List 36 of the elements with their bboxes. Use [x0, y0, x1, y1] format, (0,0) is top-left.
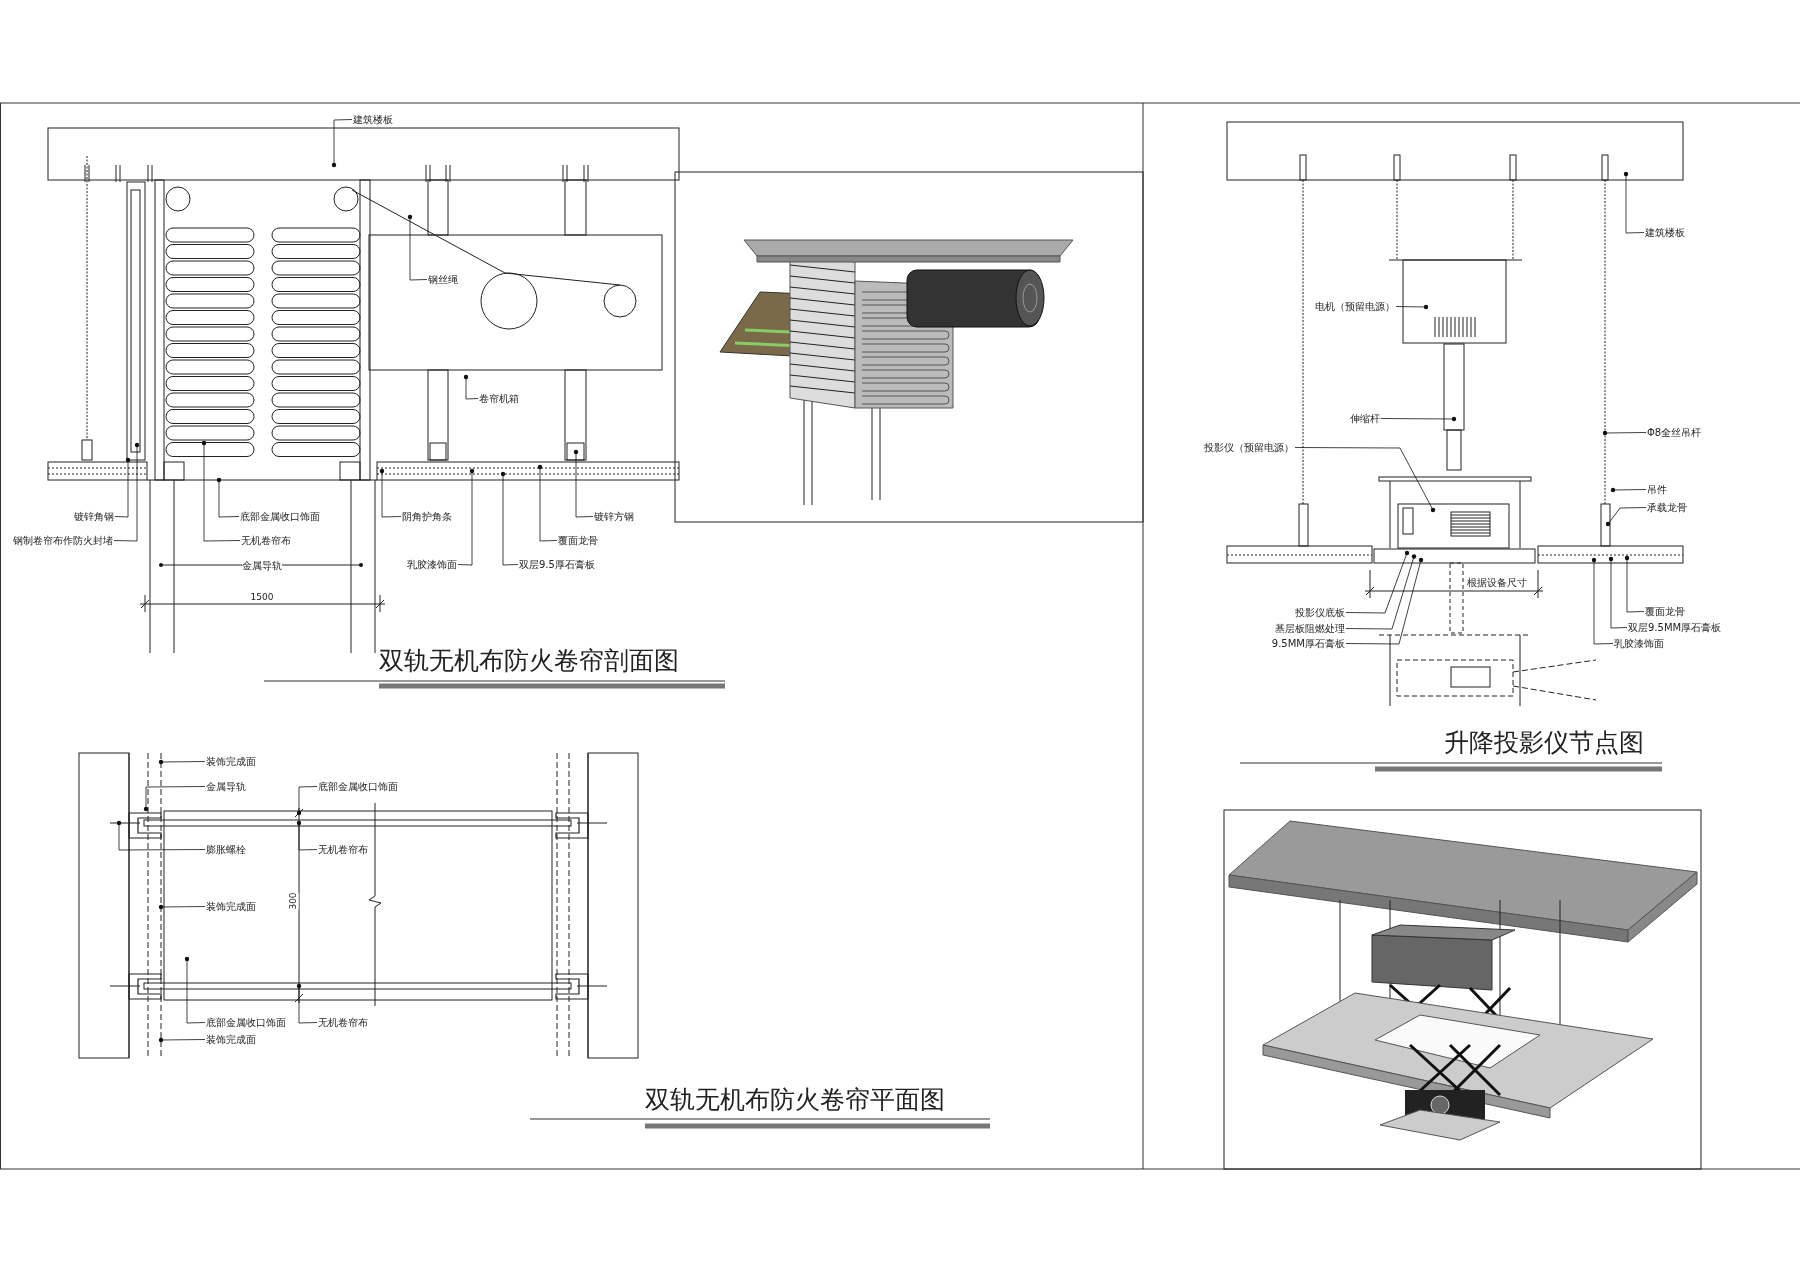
callout-label: 装饰完成面 [205, 755, 257, 768]
callout-label: 无机卷帘布 [317, 843, 369, 856]
callout-label: 底部金属收口饰面 [205, 1016, 287, 1029]
callout-label: 9.5MM厚石膏板 [1270, 637, 1346, 650]
callout-label: 底部金属收口饰面 [239, 510, 321, 523]
dimension-text: 300 [286, 892, 299, 910]
callout-label: 双层9.5厚石膏板 [518, 558, 596, 571]
callout-label: 镀锌角钢 [73, 510, 115, 523]
dimension-text: 1500 [250, 591, 274, 603]
dimension-text: 金属导轨 [242, 558, 282, 572]
callout-label: 伸缩杆 [1349, 412, 1381, 425]
callout-label: 覆面龙骨 [1644, 605, 1686, 618]
callout-label: 覆面龙骨 [557, 534, 599, 547]
callout-label: 吊件 [1646, 483, 1668, 496]
callout-label: 建筑楼板 [1644, 226, 1686, 239]
callout-label: 建筑楼板 [352, 113, 394, 126]
callout-label: 金属导轨 [205, 780, 247, 793]
callout-label: 乳胶漆饰面 [406, 558, 458, 571]
callout-label: 钢制卷帘布作防火封堵 [12, 534, 114, 547]
callout-label: 卷帘机箱 [478, 392, 520, 405]
callout-label: 投影仪底板 [1294, 606, 1346, 619]
callout-label: 装饰完成面 [205, 1033, 257, 1046]
callout-label: 底部金属收口饰面 [317, 780, 399, 793]
callout-label: 基层板阻燃处理 [1274, 622, 1346, 635]
callout-label: 阴角护角条 [401, 510, 453, 523]
callout-label: 装饰完成面 [205, 900, 257, 913]
callout-label: 无机卷帘布 [240, 534, 292, 547]
callout-label: 乳胶漆饰面 [1613, 637, 1665, 650]
callout-label: 承载龙骨 [1646, 501, 1688, 514]
callout-label: 钢丝绳 [427, 273, 459, 286]
callout-label: 膨胀螺栓 [205, 843, 247, 856]
callout-label: Φ8全丝吊杆 [1646, 426, 1703, 439]
dimension-text: 根据设备尺寸 [1467, 575, 1527, 589]
callout-label: 无机卷帘布 [317, 1016, 369, 1029]
callout-label: 双层9.5MM厚石膏板 [1627, 621, 1723, 634]
callout-label: 镀锌方钢 [593, 510, 635, 523]
